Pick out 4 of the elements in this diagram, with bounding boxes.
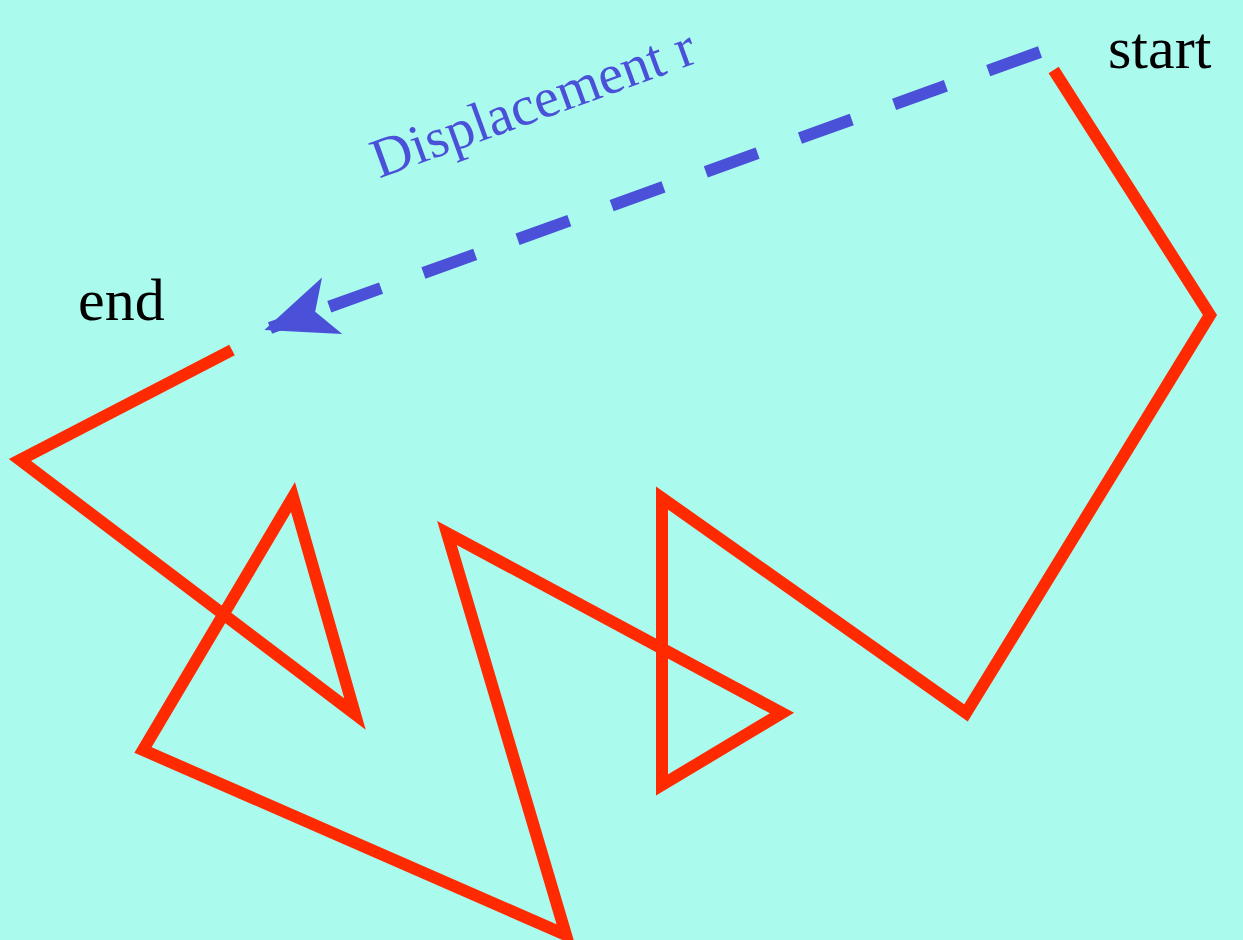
point-label: start (1040, 10, 1235, 70)
path-line (8, 66, 1218, 940)
dashed-arrow (264, 46, 1043, 334)
point-label: end (70, 262, 270, 350)
